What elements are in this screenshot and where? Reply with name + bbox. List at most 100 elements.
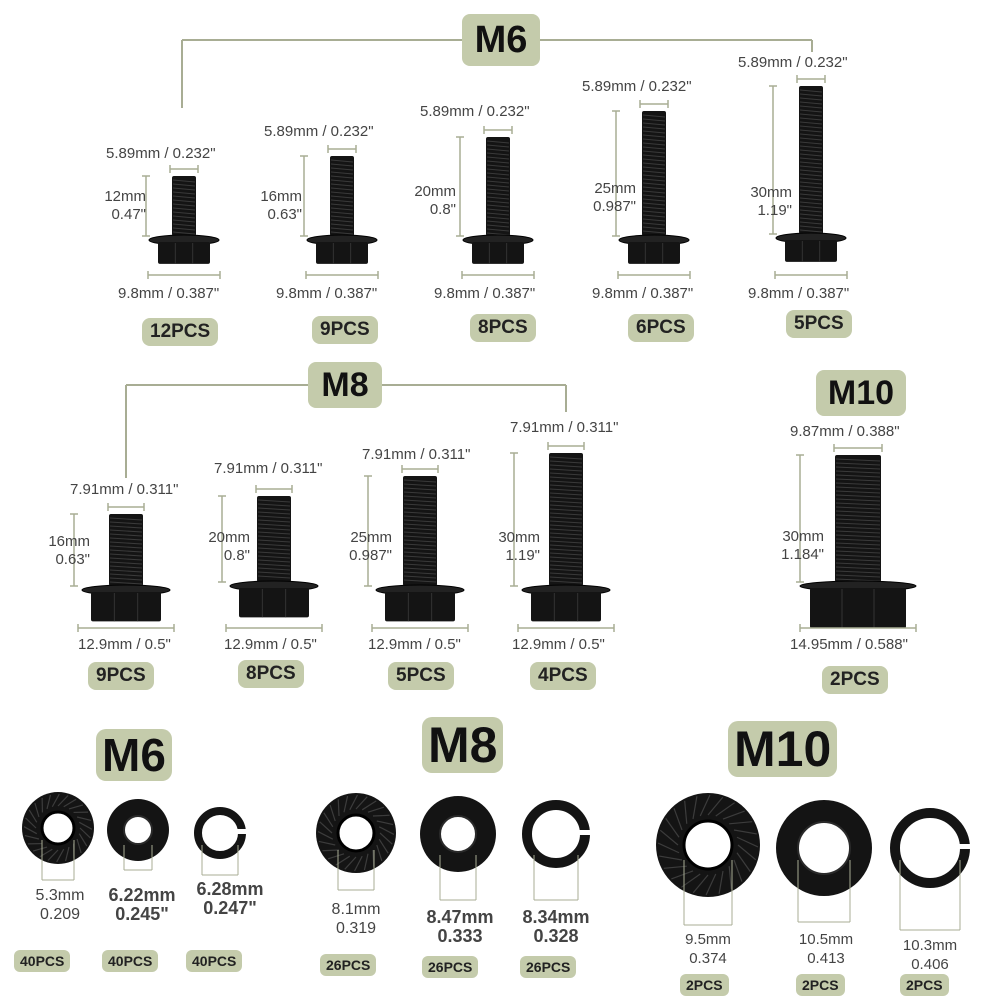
inch-value: 0.374 bbox=[689, 950, 727, 967]
m8-bolt-1-thread bbox=[109, 553, 143, 557]
inner-diameter-label: 5.3mm 0.209 bbox=[24, 886, 96, 924]
m6-bolt-3-thread bbox=[486, 196, 510, 200]
m8-bolt-2-thread bbox=[257, 523, 291, 527]
m6-bolt-5-thread bbox=[799, 201, 823, 205]
m10-bolt-1-thread bbox=[835, 522, 881, 526]
m10-flange-nut-serration bbox=[715, 802, 735, 817]
m6-bolt-3-thread bbox=[486, 212, 510, 216]
m8-bolt-2-thread bbox=[257, 559, 291, 563]
m6-bolt-3-thread bbox=[486, 152, 510, 156]
m8-flange-nut-serration bbox=[318, 840, 336, 846]
m8-flange-nut-serration bbox=[343, 795, 349, 813]
quantity-badge: 5PCS bbox=[388, 662, 454, 690]
m10-flange-nut-serration bbox=[659, 829, 679, 846]
length-inch-label: 0.8" bbox=[429, 201, 456, 218]
m6-bolt-4-thread bbox=[642, 222, 666, 226]
m6-bolt-4-thread bbox=[642, 194, 666, 198]
mm-value: 9.5mm bbox=[685, 931, 731, 948]
m6-bolt-4-hex-head bbox=[628, 242, 680, 264]
thread-diameter-label: 9.87mm / 0.388" bbox=[790, 423, 900, 440]
m10-flange-nut-serration bbox=[722, 810, 745, 820]
m8-bolt-4-thread bbox=[549, 548, 583, 552]
m6-bolt-5-thread bbox=[799, 169, 823, 173]
m8-flange-nut-serration bbox=[327, 853, 345, 860]
m6-bolt-5-thread bbox=[799, 213, 823, 217]
m6-bolt-3-hex-head bbox=[472, 242, 524, 264]
m10-bolt-1-thread bbox=[835, 502, 881, 506]
m10-flange-nut-serration bbox=[705, 873, 717, 896]
m8-bolt-1-thread bbox=[109, 537, 143, 541]
m6-bolt-3-thread bbox=[486, 224, 510, 228]
m10-flange-nut-serration bbox=[736, 852, 751, 872]
m8-bolt-3-thread bbox=[403, 519, 437, 523]
m6-bolt-4-thread bbox=[642, 170, 666, 174]
m10-bolt-1-thread bbox=[835, 554, 881, 558]
m10-flange-nut-serration bbox=[671, 870, 694, 880]
m10-flange-nut-serration bbox=[733, 829, 757, 835]
quantity-badge: 12PCS bbox=[142, 318, 219, 346]
m6-bolt-3-thread bbox=[486, 200, 510, 204]
m8-bolt-1-thread bbox=[109, 517, 143, 521]
flange-diameter-label: 12.9mm / 0.5" bbox=[224, 636, 317, 653]
m8-bolt-3-thread bbox=[403, 515, 437, 519]
m6-bolt-4-thread bbox=[642, 118, 666, 122]
m6-bolt-1-thread bbox=[172, 203, 196, 207]
m6-bolt-3-thread bbox=[486, 184, 510, 188]
m8-bolt-1-thread bbox=[109, 573, 143, 577]
m8-flange-nut-serration bbox=[363, 853, 369, 871]
m6-bolt-5-thread bbox=[799, 105, 823, 109]
m6-bolt-2-thread bbox=[330, 219, 354, 223]
m6-bolt-2-thread bbox=[330, 159, 354, 163]
m10-bolt-1-thread bbox=[835, 470, 881, 474]
m10-flange-nut-serration bbox=[657, 842, 680, 854]
m10-bolt-1-thread bbox=[835, 490, 881, 494]
m8-bolt-3-shank bbox=[403, 476, 437, 586]
m6-bolt-section-title: M6 bbox=[462, 14, 540, 66]
thread-diameter-label: 7.91mm / 0.311" bbox=[214, 460, 323, 477]
m6-bolt-4-thread bbox=[642, 182, 666, 186]
m6-bolt-5-thread bbox=[799, 141, 823, 145]
m6-flange-nut-serration bbox=[47, 849, 59, 861]
m6-bolt-4-thread bbox=[642, 150, 666, 154]
m6-bolt-1-thread bbox=[172, 199, 196, 203]
m6-bolt-2-thread bbox=[330, 223, 354, 227]
length-inch-label: 0.63" bbox=[267, 206, 302, 223]
m6-flange-nut-serration bbox=[56, 848, 65, 863]
m6-bolt-5-thread bbox=[799, 93, 823, 97]
m10-bolt-1-thread bbox=[835, 498, 881, 502]
m6-bolt-4-thread bbox=[642, 114, 666, 118]
inner-diameter-label: 9.5mm 0.374 bbox=[668, 930, 748, 968]
m8-bolt-4-thread bbox=[549, 524, 583, 528]
inch-value: 0.247" bbox=[203, 898, 257, 918]
m10-bolt-1-thread bbox=[835, 526, 881, 530]
m6-bolt-4-thread bbox=[642, 226, 666, 230]
m6-bolt-5-thread bbox=[799, 217, 823, 221]
m8-bolt-2-thread bbox=[257, 551, 291, 555]
m8-flange-nut-serration bbox=[376, 844, 383, 862]
thread-diameter-label: 5.89mm / 0.232" bbox=[420, 103, 530, 120]
m6-bolt-1-shank bbox=[172, 176, 196, 236]
m8-bolt-4-thread bbox=[549, 504, 583, 508]
m6-bolt-5-thread bbox=[799, 161, 823, 165]
flange-diameter-label: 9.8mm / 0.387" bbox=[748, 285, 850, 302]
m6-bolt-3-thread bbox=[486, 140, 510, 144]
m6-bolt-5-thread bbox=[799, 97, 823, 101]
m8-flange-nut-serration bbox=[323, 812, 334, 828]
m6-nut-section-title: M6 bbox=[96, 728, 172, 782]
inner-diameter-label: 8.1mm 0.319 bbox=[318, 900, 394, 938]
m6-bolt-4-thread bbox=[642, 198, 666, 202]
m6-bolt-5-thread bbox=[799, 185, 823, 189]
m6-bolt-5-thread bbox=[799, 149, 823, 153]
m6-bolt-4-thread bbox=[642, 154, 666, 158]
m10-bolt-section-title: M10 bbox=[816, 370, 906, 416]
m6-bolt-5-thread bbox=[799, 113, 823, 117]
m6-bolt-4-thread bbox=[642, 210, 666, 214]
m6-bolt-4-thread bbox=[642, 142, 666, 146]
m10-flange-nut-serration bbox=[718, 870, 724, 894]
m10-flat-washer-hole bbox=[797, 821, 851, 875]
m8-bolt-section-title: M8 bbox=[308, 362, 382, 408]
length-inch-label: 0.987" bbox=[593, 198, 636, 215]
length-mm-label: 25mm bbox=[594, 180, 636, 197]
m8-flange-nut-hole bbox=[336, 813, 376, 853]
m8-bolt-4-thread bbox=[549, 552, 583, 556]
